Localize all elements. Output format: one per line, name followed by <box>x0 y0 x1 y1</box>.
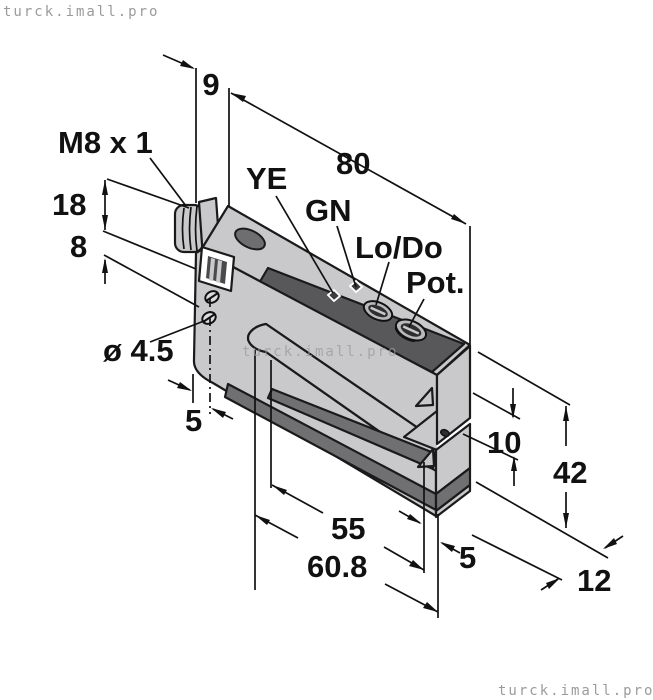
beam-mark-lower-triangle <box>416 447 436 469</box>
lodo-selector <box>362 300 394 322</box>
slot-floor-shadow <box>266 387 436 471</box>
dim-55: 55 <box>331 511 365 546</box>
dim-42: 42 <box>553 455 587 490</box>
dim-5-right: 5 <box>459 540 476 575</box>
top-oval-hole <box>234 227 266 251</box>
mounting-hole-upper <box>204 290 220 304</box>
label-pot: Pot. <box>406 265 465 300</box>
watermark-center: turck.imall.pro <box>242 344 398 360</box>
label-lodo: Lo/Do <box>355 230 443 265</box>
lower-arm-end-edge <box>434 483 472 519</box>
label-gn: GN <box>305 193 352 228</box>
dim-80: 80 <box>336 146 370 181</box>
dimension-lines <box>102 54 624 618</box>
dim-12: 12 <box>577 563 611 598</box>
label-thread: M8 x 1 <box>58 125 153 160</box>
watermark-top-left: turck.imall.pro <box>3 4 159 20</box>
label-hole-dia: ø 4.5 <box>103 333 174 368</box>
m8-connector <box>173 196 222 260</box>
potentiometer-adjuster <box>394 318 428 343</box>
optical-window <box>197 245 236 293</box>
dim-8: 8 <box>70 229 87 264</box>
dim-18: 18 <box>52 187 86 222</box>
dim-10: 10 <box>487 425 521 460</box>
sensor-housing <box>192 204 472 519</box>
dim-5-left: 5 <box>185 403 202 438</box>
label-ye: YE <box>246 161 287 196</box>
housing-end-face <box>435 344 472 446</box>
dim-9: 9 <box>202 67 219 102</box>
slot-opening <box>246 322 439 471</box>
watermark-bottom-right: turck.imall.pro <box>498 683 653 699</box>
beam-mark-upper-triangle <box>414 386 435 408</box>
arm-top-hole <box>439 428 451 438</box>
dim-60-8: 60.8 <box>307 549 367 584</box>
dimension-labels: 9 M8 x 1 18 8 80 YE GN Lo/Do Pot. ø 4.5 … <box>52 67 611 598</box>
